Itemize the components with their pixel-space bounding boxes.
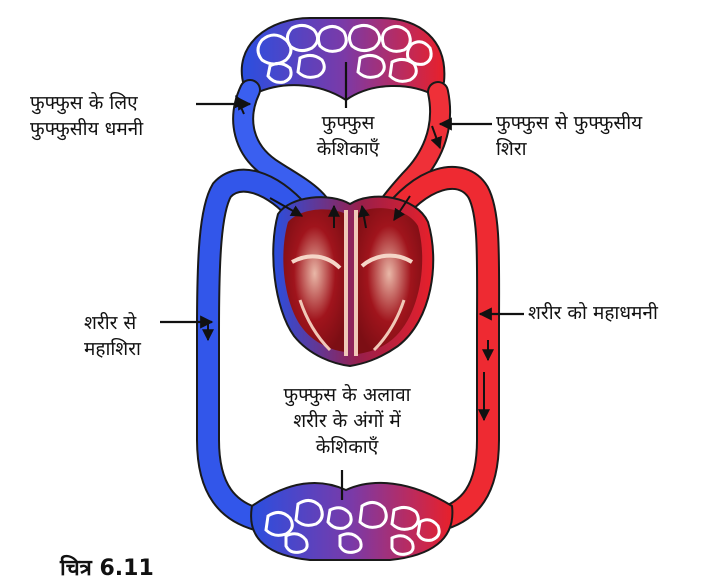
pulmonary-vein-label: फुफ्फुस से फुफ्फुसीय शिरा bbox=[496, 112, 643, 160]
pulmonary-artery-label: फुफ्फुस के लिए फुफ्फुसीय धमनी bbox=[30, 92, 144, 140]
capillary-pointers bbox=[340, 62, 348, 500]
aorta-label: शरीर को महाधमनी bbox=[528, 302, 658, 324]
figure-caption: चित्र 6.11 bbox=[60, 556, 154, 581]
lung-capillary-bed bbox=[240, 17, 446, 102]
heart bbox=[272, 195, 435, 368]
body-capillary-bed bbox=[250, 481, 454, 561]
vena-cava-label: शरीर से महाशिरा bbox=[84, 312, 141, 360]
label-pointers bbox=[160, 97, 524, 329]
lung-capillaries-label: फुफ्फुस केशिकाएँ bbox=[316, 112, 380, 160]
body-capillaries-label: फुफ्फुस के अलावा शरीर के अंगों में केशिक… bbox=[283, 384, 411, 458]
